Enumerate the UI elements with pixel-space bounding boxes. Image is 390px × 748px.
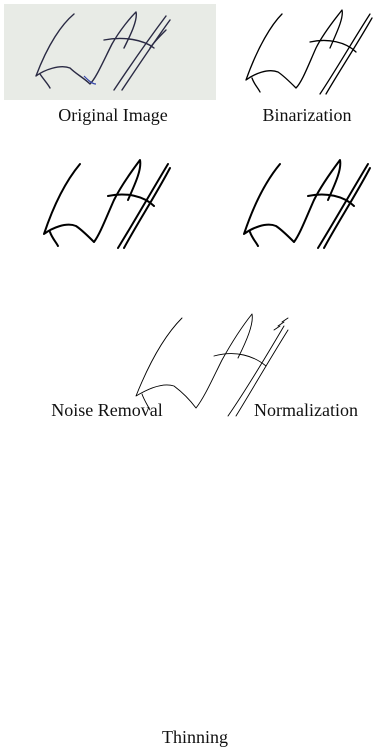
normalized-signature-image <box>228 150 388 250</box>
binarized-signature-image <box>232 0 382 100</box>
thinned-signature-image <box>104 300 304 420</box>
panel-thinning: Thinning <box>140 300 250 460</box>
noise-removed-signature-image <box>32 150 192 250</box>
original-signature-image <box>4 4 216 100</box>
panel-binarization: Binarization <box>232 0 388 130</box>
caption-thinning: Thinning <box>140 726 250 748</box>
panel-original-image: Original Image <box>4 0 222 130</box>
caption-binarization: Binarization <box>232 104 382 126</box>
panel-normalization: Normalization <box>222 150 390 280</box>
panel-noise-removal: Noise Removal <box>18 150 198 280</box>
caption-original-image: Original Image <box>4 104 222 126</box>
